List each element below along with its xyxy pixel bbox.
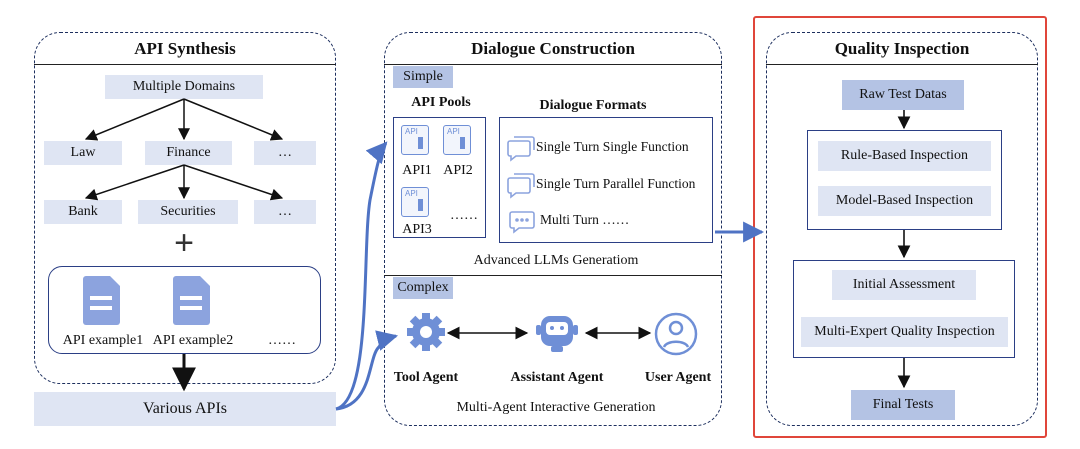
dialogue-formats-box bbox=[499, 117, 713, 243]
api-synthesis-divider bbox=[34, 64, 336, 65]
advanced-llms-caption: Advanced LLMs Generatiom bbox=[473, 253, 639, 268]
user-icon bbox=[654, 312, 698, 356]
assistant-agent-label: Assistant Agent bbox=[510, 370, 604, 385]
raw-test-datas-box: Raw Test Datas bbox=[842, 80, 964, 110]
various-apis-box: Various APIs bbox=[34, 392, 336, 426]
final-tests-box: Final Tests bbox=[851, 390, 955, 420]
quality-inspection-title: Quality Inspection bbox=[834, 39, 970, 58]
document-icon bbox=[173, 276, 210, 325]
assessment-group-box bbox=[793, 260, 1015, 358]
api-examples-more: …… bbox=[268, 333, 296, 348]
api-example2-label: API example2 bbox=[152, 333, 234, 348]
api1-icon: API bbox=[401, 125, 429, 155]
api-example1-label: API example1 bbox=[62, 333, 144, 348]
api-synthesis-title: API Synthesis bbox=[134, 39, 236, 58]
api3-label: API3 bbox=[402, 222, 432, 237]
api-examples-box bbox=[48, 266, 321, 354]
finance-box: Finance bbox=[145, 141, 232, 165]
tool-agent-label: Tool Agent bbox=[393, 370, 459, 385]
subdomain-more-box: … bbox=[254, 200, 316, 224]
format-single-single: Single Turn Single Function bbox=[536, 139, 689, 154]
arrow-finance-more bbox=[183, 164, 284, 201]
api-pools-box bbox=[393, 117, 486, 238]
arrow-apis-to-simple bbox=[335, 141, 388, 411]
law-box: Law bbox=[44, 141, 122, 165]
multi-agent-caption: Multi-Agent Interactive Generation bbox=[456, 400, 656, 415]
api-pools-title: API Pools bbox=[411, 95, 471, 110]
dialogue-construction-title: Dialogue Construction bbox=[471, 39, 635, 58]
api2-label: API2 bbox=[443, 163, 473, 178]
quality-title-divider bbox=[766, 64, 1038, 65]
model-based-inspection-box: Model-Based Inspection bbox=[818, 186, 991, 216]
format-multi-turn: Multi Turn …… bbox=[540, 212, 630, 227]
dialogue-title-divider bbox=[384, 64, 722, 65]
domain-more-box: … bbox=[254, 141, 316, 165]
arrow-root-law bbox=[84, 98, 185, 141]
multi-expert-inspection-box: Multi-Expert Quality Inspection bbox=[801, 317, 1008, 347]
inspection-group-box bbox=[807, 130, 1002, 230]
document-icon bbox=[83, 276, 120, 325]
bank-box: Bank bbox=[44, 200, 122, 224]
dialogue-section-divider bbox=[384, 275, 722, 276]
quality-inspection-panel: Quality Inspection bbox=[766, 32, 1038, 426]
plus-sign: + bbox=[174, 224, 194, 262]
initial-assessment-box: Initial Assessment bbox=[832, 270, 976, 300]
arrow-finance-bank bbox=[84, 164, 185, 201]
rule-based-inspection-box: Rule-Based Inspection bbox=[818, 141, 991, 171]
arrow-apis-to-complex bbox=[335, 330, 399, 411]
gear-icon bbox=[407, 313, 445, 351]
complex-tag: Complex bbox=[393, 277, 453, 299]
api2-icon: API bbox=[443, 125, 471, 155]
api3-icon: API bbox=[401, 187, 429, 217]
api1-label: API1 bbox=[402, 163, 432, 178]
api-pools-more: …… bbox=[450, 208, 478, 223]
chat-bubble-icon bbox=[509, 211, 535, 234]
chat-bubble-icon bbox=[507, 136, 535, 162]
simple-tag: Simple bbox=[393, 66, 453, 88]
dialogue-formats-title: Dialogue Formats bbox=[539, 98, 647, 113]
arrow-root-more bbox=[183, 98, 284, 141]
tree-arrows bbox=[84, 98, 284, 201]
securities-box: Securities bbox=[138, 200, 238, 224]
dialogue-construction-panel: Dialogue Construction bbox=[384, 32, 722, 426]
format-single-parallel: Single Turn Parallel Function bbox=[536, 176, 696, 191]
chat-bubble-icon bbox=[507, 173, 535, 199]
robot-icon bbox=[536, 316, 578, 352]
multiple-domains-box: Multiple Domains bbox=[105, 75, 263, 99]
user-agent-label: User Agent bbox=[644, 370, 712, 385]
